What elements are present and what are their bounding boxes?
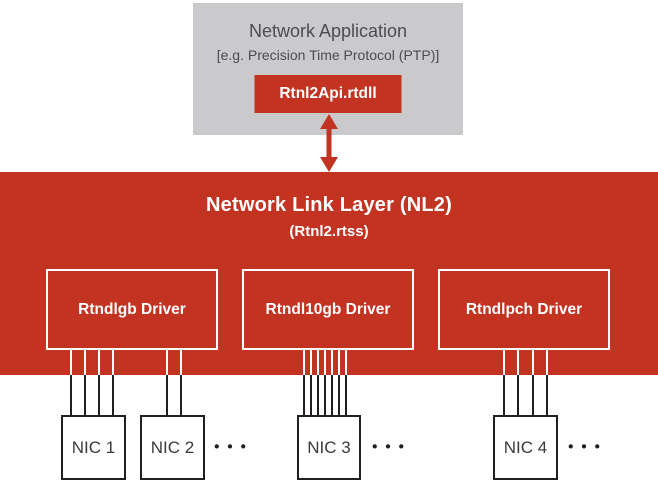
ellipsis-after-nic-2: ••• [214, 438, 254, 456]
nic-1-box: NIC 1 [61, 415, 126, 480]
application-title: Network Application [248, 21, 408, 41]
bidirectional-arrow-icon [320, 114, 338, 172]
link-layer-title: Network Link Layer (NL2) [206, 194, 452, 216]
link-layer-subtitle: (Rtnl2.rtss) [289, 223, 369, 240]
driver-nic-connection-lines [70, 350, 548, 415]
driver-box-rtndlpch: Rtndlpch Driver [438, 269, 610, 350]
nic-4-box: NIC 4 [493, 415, 558, 480]
ellipsis-after-nic-4: ••• [568, 438, 608, 456]
network-application-box: Network Application [e.g. Precision Time… [193, 3, 463, 135]
driver-box-rtndl10gb: Rtndl10gb Driver [242, 269, 414, 350]
nic-3-box: NIC 3 [297, 415, 361, 480]
application-subtitle: [e.g. Precision Time Protocol (PTP)] [216, 47, 440, 63]
nic-2-box: NIC 2 [140, 415, 205, 480]
ellipsis-after-nic-3: ••• [372, 438, 412, 456]
rtnl2api-box: Rtnl2Api.rtdll [254, 75, 402, 113]
driver-box-rtndlgb: Rtndlgb Driver [46, 269, 218, 350]
network-link-layer-box: Network Link Layer (NL2) (Rtnl2.rtss) Rt… [0, 172, 658, 375]
